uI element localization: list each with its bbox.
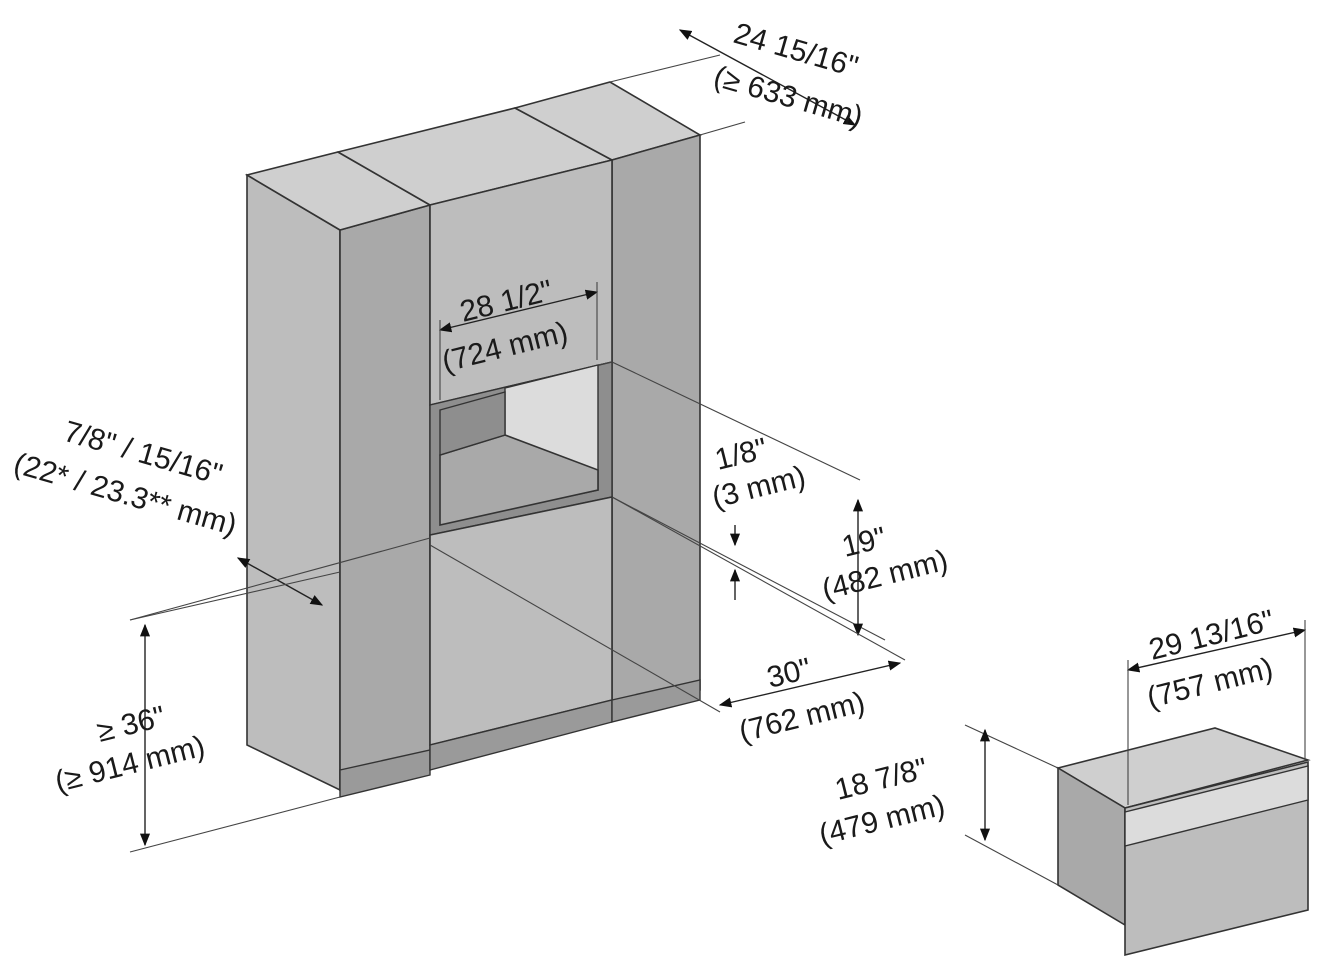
left-column-side — [246, 173, 341, 792]
niche-left-wall — [439, 391, 506, 456]
cabinet-width-metric: (762 mm) — [736, 686, 869, 749]
warming-drawer — [1055, 727, 1311, 957]
plinth-left — [339, 749, 431, 798]
cabinet-assembly — [244, 81, 703, 798]
right-column-front — [611, 133, 701, 714]
drawer-height-metric: (479 mm) — [816, 789, 949, 852]
cabinet-width-imperial: 30" — [764, 652, 815, 695]
dimension-lines — [129, 29, 1307, 886]
niche-height-imperial: 19" — [839, 521, 890, 564]
drawer-handle-strip — [1124, 765, 1309, 847]
left-column-front — [339, 203, 431, 791]
